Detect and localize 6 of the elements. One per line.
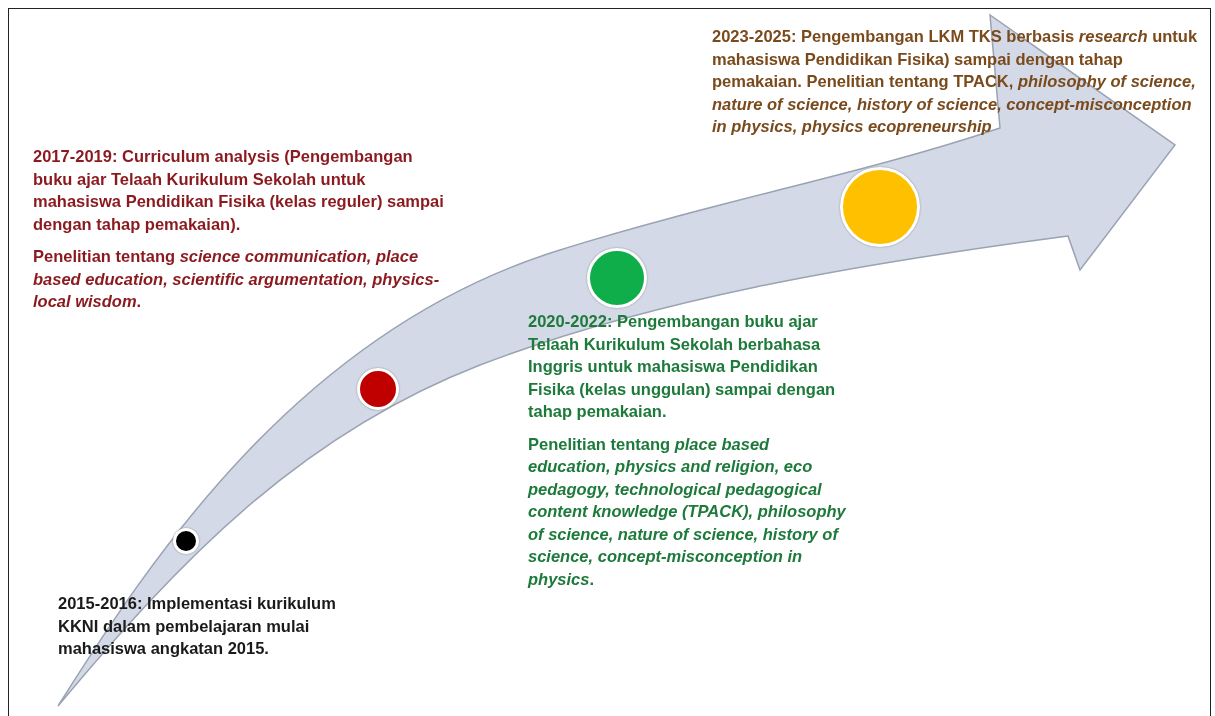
milestone-text: Penelitian tentang science communication, place based education, scientific argumentation, physics-local wisdom. [33, 246, 441, 312]
milestone-text: 2015-2016: Implementasi kurikulum KKNI dalam pembelajaran mulai mahasiswa angkatan 2015. [58, 593, 337, 659]
milestone-text: 2020-2022: Pengembangan buku ajar Telaah Kurikulum Sekolah berbahasa Inggris untuk mahasiswa Pendidikan Fisika (kelas unggulan) sampai dengan tahap pemakaian. [528, 311, 837, 422]
milestone-text: 2023-2025: Pengembangan LKM TKS berbasis research untuk mahasiswa Pendidikan Fisika) sampai dengan tahap pemakaian. Penelitian tentang TPACK, philosophy of science, nature of science, history of science, concept-misconception in physics, physics ecopreneurship [712, 26, 1199, 137]
milestone-text: 2017-2019: Curriculum analysis (Pengembangan buku ajar Telaah Kurikulum Sekolah untuk mahasiswa Pendidikan Fisika (kelas reguler) sampai dengan tahap pemakaian). [33, 146, 445, 235]
milestone-text: Penelitian tentang place based education, physics and religion, eco pedagogy, technological pedagogical content knowledge (TPACK), philosophy of science, nature of science, history of science, concept-misconception in physics. [528, 433, 847, 590]
